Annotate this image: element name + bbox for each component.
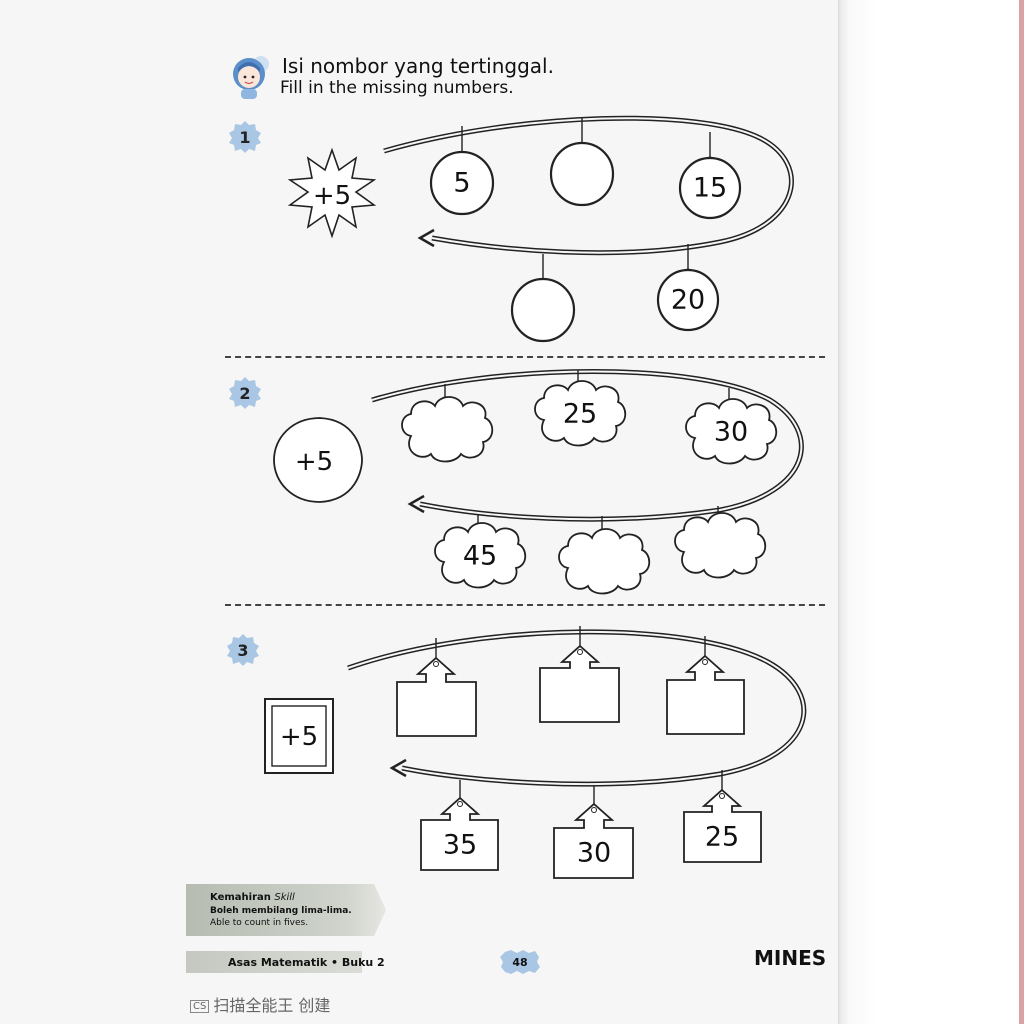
page-edge xyxy=(838,0,1024,1024)
ex1-circle-4: 20 xyxy=(656,244,720,332)
ex2-cloud-1[interactable] xyxy=(401,384,494,463)
ex3-value-6: 35 xyxy=(443,830,477,861)
section-divider-1 xyxy=(225,356,825,358)
ex2-cloud-5[interactable] xyxy=(558,516,651,595)
girl-avatar-icon xyxy=(229,52,275,100)
exercise-2-badge: 2 xyxy=(228,376,262,410)
ex2-cloud-3: 30 xyxy=(685,388,778,465)
exercise-3-badge: 3 xyxy=(226,633,260,667)
page-number-badge: 48 xyxy=(499,949,541,975)
ex2-cloud-4[interactable] xyxy=(674,506,767,579)
skill-text-malay: Boleh membilang lima-lima. xyxy=(210,906,352,916)
ex2-drop-shape xyxy=(273,417,363,503)
ex1-circle-5[interactable] xyxy=(510,254,576,343)
ex3-value-5: 30 xyxy=(577,838,611,869)
ex3-operator: +5 xyxy=(280,722,318,752)
skill-box xyxy=(186,884,386,936)
ex2-value-3: 30 xyxy=(714,417,748,448)
instruction-title-malay: Isi nombor yang tertinggal. xyxy=(282,54,554,78)
section-divider-2 xyxy=(225,604,825,606)
ex3-tag-6: 35 xyxy=(420,780,499,871)
ex2-value-6: 45 xyxy=(463,541,497,572)
ex3-tag-4: 25 xyxy=(683,770,762,863)
ex1-circle-2[interactable] xyxy=(549,118,615,207)
publisher-logo: MINES xyxy=(754,946,827,970)
ex3-tag-5: 30 xyxy=(553,786,634,879)
ex1-star-shape xyxy=(287,147,377,239)
ex3-square-shape xyxy=(264,698,334,774)
exercise-2: +5 25 30 xyxy=(273,369,804,595)
ex1-value-3: 15 xyxy=(693,173,727,204)
skill-label: Kemahiran Skill xyxy=(210,892,295,903)
scanner-badge: CS xyxy=(190,1000,210,1013)
page-edge-binding xyxy=(1019,0,1024,1024)
ex3-value-4: 25 xyxy=(705,822,739,853)
exercise-1-badge: 1 xyxy=(228,120,262,154)
ex3-tag-3[interactable] xyxy=(666,636,745,735)
page-number: 48 xyxy=(512,955,528,969)
ex2-operator: +5 xyxy=(295,447,333,477)
scanner-text: 扫描全能王 创建 xyxy=(213,996,331,1015)
ex2-arrow-head-icon xyxy=(407,494,425,514)
exercise-1-number: 1 xyxy=(239,127,251,147)
footer-book-bar: Asas Matematik • Buku 2 xyxy=(186,951,385,973)
exercise-3-number: 3 xyxy=(237,640,249,660)
skill-text-english: Able to count in fives. xyxy=(210,918,309,928)
ex1-circle-1: 5 xyxy=(429,126,495,216)
ex2-value-2: 25 xyxy=(563,399,597,430)
exercise-3: +5 25 30 xyxy=(264,626,807,879)
exercise-1: +5 5 15 20 xyxy=(287,115,794,343)
exercise-2-number: 2 xyxy=(239,383,251,403)
ex2-cloud-6: 45 xyxy=(434,514,527,589)
ex3-arrow-head-icon xyxy=(389,758,407,778)
ex1-arrow-head-icon xyxy=(417,228,435,248)
ex3-tag-2[interactable] xyxy=(539,626,620,723)
ex1-operator: +5 xyxy=(313,181,351,211)
ex1-value-1: 5 xyxy=(453,168,470,199)
ex1-circle-3: 15 xyxy=(678,132,742,220)
ex1-value-4: 20 xyxy=(671,285,705,316)
ex2-cloud-2: 25 xyxy=(534,370,627,447)
instruction-title-english: Fill in the missing numbers. xyxy=(280,78,514,98)
footer-book-title: Asas Matematik • Buku 2 xyxy=(228,955,385,969)
ex3-tag-1[interactable] xyxy=(396,638,477,737)
